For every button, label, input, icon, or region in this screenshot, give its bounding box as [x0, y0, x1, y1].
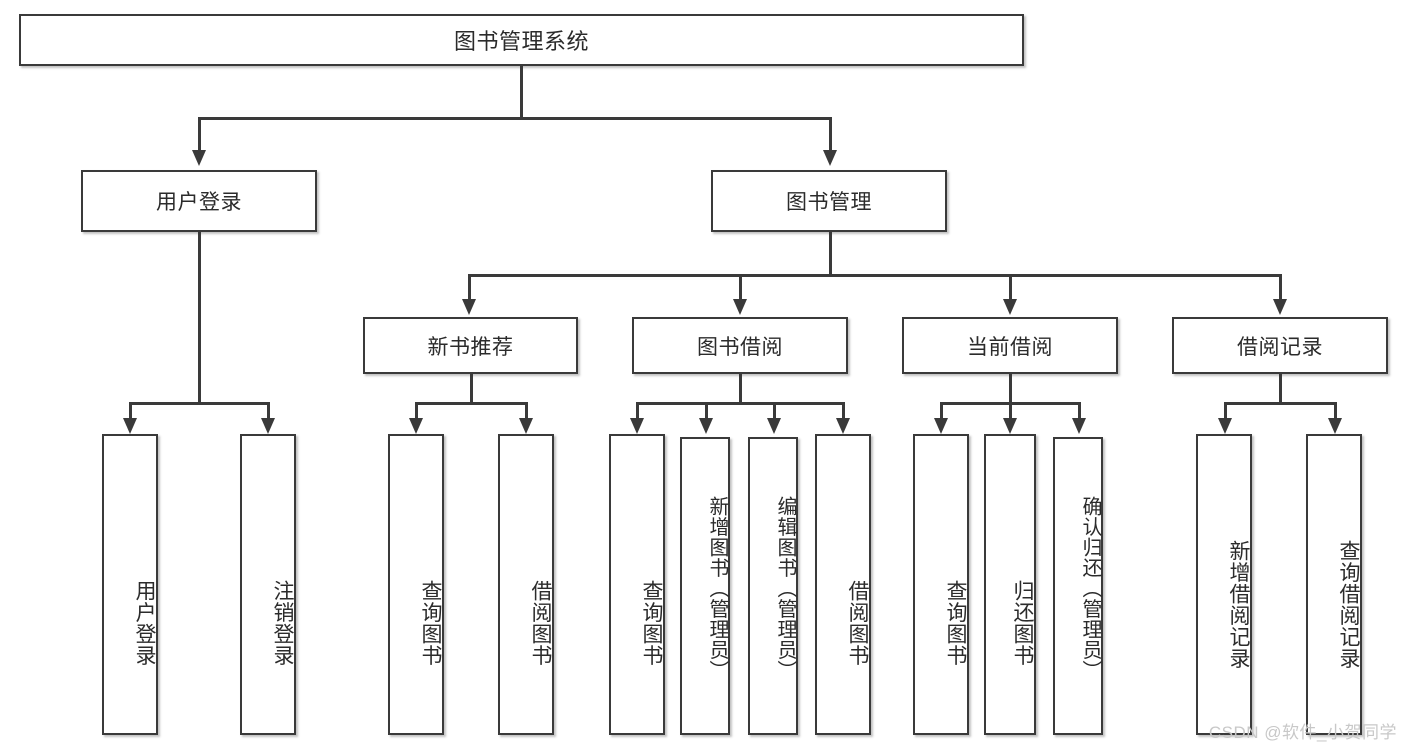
connector-bm-drop-2 — [739, 274, 742, 301]
arrow-to-leaf-query-book-2 — [630, 418, 644, 434]
connector-user-login-drop-1 — [129, 402, 132, 420]
leaf-label: 查询图书 — [419, 579, 442, 666]
leaf-add-record[interactable]: 新增借阅记录 — [1196, 434, 1252, 735]
arrow-to-book-borrow — [733, 299, 747, 315]
connector-bb-drop-3 — [773, 402, 776, 420]
connector-bb-drop-4 — [842, 402, 845, 420]
arrow-to-leaf-add-record — [1218, 418, 1232, 434]
leaf-user-login[interactable]: 用户登录 — [102, 434, 158, 735]
connector-br-bus — [1224, 402, 1336, 405]
leaf-borrow-book-2[interactable]: 借阅图书 — [815, 434, 871, 735]
node-root-system[interactable]: 图书管理系统 — [19, 14, 1024, 66]
arrow-to-leaf-user-logout — [261, 418, 275, 434]
node-book-borrow[interactable]: 图书借阅 — [632, 317, 848, 374]
connector-bb-drop-1 — [636, 402, 639, 420]
arrow-to-leaf-add-book — [699, 418, 713, 434]
node-label: 用户登录 — [156, 191, 242, 214]
connector-user-login-stem — [198, 232, 201, 402]
leaf-label: 查询图书 — [640, 579, 663, 666]
leaf-borrow-book-1[interactable]: 借阅图书 — [498, 434, 554, 735]
arrow-to-leaf-edit-book — [767, 418, 781, 434]
leaf-user-logout[interactable]: 注销登录 — [240, 434, 296, 735]
connector-bb-bus — [636, 402, 844, 405]
node-current-borrow[interactable]: 当前借阅 — [902, 317, 1118, 374]
node-label: 图书借阅 — [697, 335, 783, 359]
connector-br-drop-1 — [1224, 402, 1227, 420]
node-book-management[interactable]: 图书管理 — [711, 170, 947, 232]
connector-cb-stem — [1009, 374, 1012, 402]
leaf-label: 查询借阅记录 — [1337, 540, 1360, 669]
connector-cb-drop-3 — [1078, 402, 1081, 420]
connector-bm-drop-1 — [468, 274, 471, 301]
connector-root-to-user-login — [198, 117, 201, 152]
leaf-label: 编辑图书（管理员） — [774, 495, 796, 681]
connector-bm-drop-3 — [1009, 274, 1012, 301]
connector-nbr-bus — [415, 402, 527, 405]
connector-bm-drop-4 — [1279, 274, 1282, 301]
leaf-return-book[interactable]: 归还图书 — [984, 434, 1036, 735]
connector-cb-drop-1 — [940, 402, 943, 420]
arrow-to-user-login — [192, 150, 206, 166]
leaf-label: 借阅图书 — [529, 579, 552, 666]
leaf-query-book-1[interactable]: 查询图书 — [388, 434, 444, 735]
connector-nbr-drop-1 — [415, 402, 418, 420]
connector-root-stem — [520, 66, 523, 117]
leaf-label: 用户登录 — [133, 579, 156, 666]
connector-user-login-drop-2 — [267, 402, 270, 420]
leaf-add-book[interactable]: 新增图书（管理员） — [680, 437, 730, 735]
leaf-label: 注销登录 — [271, 579, 294, 666]
node-user-login[interactable]: 用户登录 — [81, 170, 317, 232]
connector-bb-stem — [739, 374, 742, 402]
connector-root-to-book-management — [829, 117, 832, 152]
connector-user-login-bus — [129, 402, 269, 405]
arrow-to-leaf-borrow-book-2 — [836, 418, 850, 434]
node-borrow-record[interactable]: 借阅记录 — [1172, 317, 1388, 374]
connector-bb-drop-2 — [705, 402, 708, 420]
leaf-label: 确认归还（管理员） — [1079, 495, 1101, 681]
arrow-to-book-management — [823, 150, 837, 166]
leaf-query-book-3[interactable]: 查询图书 — [913, 434, 969, 735]
arrow-to-new-book-recommend — [462, 299, 476, 315]
leaf-label: 新增借阅记录 — [1227, 540, 1250, 669]
node-new-book-recommend[interactable]: 新书推荐 — [363, 317, 578, 374]
arrow-to-borrow-record — [1273, 299, 1287, 315]
leaf-label: 新增图书（管理员） — [706, 495, 728, 681]
node-label: 图书管理系统 — [453, 29, 589, 54]
leaf-confirm-return[interactable]: 确认归还（管理员） — [1053, 437, 1103, 735]
watermark-text: CSDN @软件_小贺同学 — [1208, 723, 1397, 742]
arrow-to-leaf-query-book-3 — [934, 418, 948, 434]
leaf-query-record[interactable]: 查询借阅记录 — [1306, 434, 1362, 735]
arrow-to-leaf-query-record — [1328, 418, 1342, 434]
arrow-to-leaf-user-login — [123, 418, 137, 434]
leaf-query-book-2[interactable]: 查询图书 — [609, 434, 665, 735]
connector-br-drop-2 — [1334, 402, 1337, 420]
connector-root-bus — [198, 117, 832, 120]
leaf-label: 归还图书 — [1011, 579, 1034, 666]
arrow-to-leaf-borrow-book-1 — [519, 418, 533, 434]
node-label: 图书管理 — [786, 191, 872, 214]
connector-nbr-drop-2 — [525, 402, 528, 420]
leaf-label: 借阅图书 — [846, 579, 869, 666]
arrow-to-leaf-return-book — [1003, 418, 1017, 434]
node-label: 新书推荐 — [427, 335, 514, 359]
connector-book-management-stem — [829, 232, 832, 274]
leaf-edit-book[interactable]: 编辑图书（管理员） — [748, 437, 798, 735]
node-label: 当前借阅 — [967, 335, 1053, 359]
arrow-to-leaf-query-book-1 — [409, 418, 423, 434]
arrow-to-current-borrow — [1003, 299, 1017, 315]
connector-nbr-stem — [470, 374, 473, 402]
connector-br-stem — [1279, 374, 1282, 402]
connector-book-management-bus — [468, 274, 1280, 277]
arrow-to-leaf-confirm-return — [1072, 418, 1086, 434]
leaf-label: 查询图书 — [944, 579, 967, 666]
node-label: 借阅记录 — [1237, 335, 1323, 359]
connector-cb-drop-2 — [1009, 402, 1012, 420]
